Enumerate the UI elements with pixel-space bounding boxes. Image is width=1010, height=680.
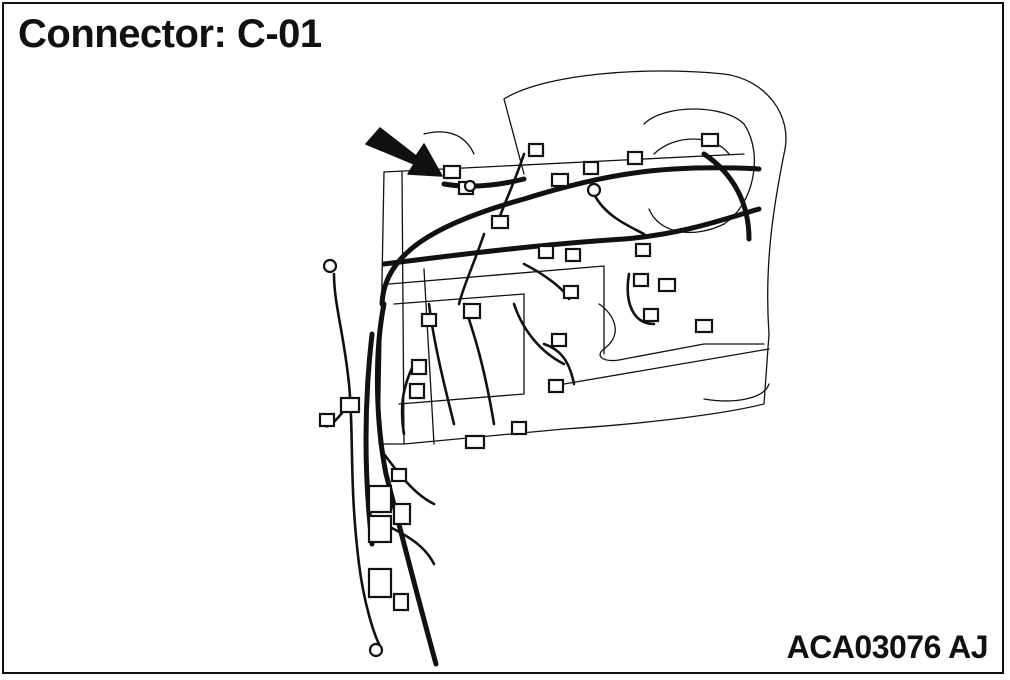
pointer-arrow-icon xyxy=(365,127,443,177)
page-title: Connector: C-01 xyxy=(18,12,322,56)
figure-code-label: ACA03076 AJ xyxy=(786,629,989,665)
wiring-harness-diagram xyxy=(318,70,787,667)
harness-wires xyxy=(320,151,762,667)
ground-terminals xyxy=(322,179,602,658)
